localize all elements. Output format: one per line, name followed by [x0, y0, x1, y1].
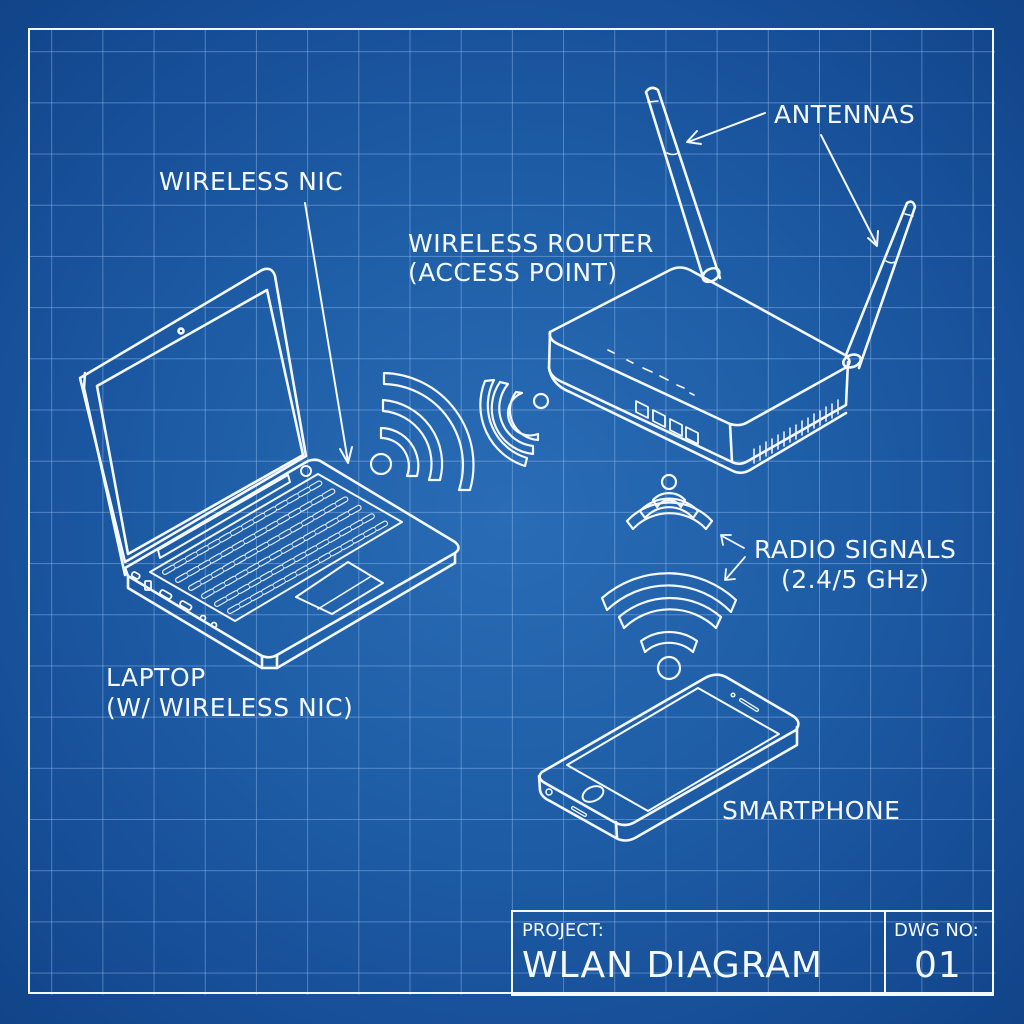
dwg-number: 01 — [914, 945, 962, 986]
drawing-number-cell: DWG NO: 01 — [886, 912, 992, 994]
project-name: WLAN DIAGRAM — [522, 945, 823, 986]
wifi-waves-router-icon — [479, 378, 550, 468]
wifi-waves-phone-icon — [600, 572, 738, 681]
router-label-line2: (ACCESS POINT) — [408, 258, 618, 287]
antennas-leader-arrows — [686, 112, 879, 247]
wifi-waves-laptop-icon — [369, 371, 475, 492]
project-cell: PROJECT: WLAN DIAGRAM — [513, 912, 886, 994]
radio-signals-label-line1: RADIO SIGNALS — [754, 535, 957, 564]
wireless-nic-label: WIRELESS NIC — [159, 167, 344, 196]
project-caption: PROJECT: — [522, 920, 604, 941]
radio-signals-leader-arrows — [720, 534, 746, 581]
antennas-label: ANTENNAS — [774, 100, 916, 129]
smartphone-label: SMARTPHONE — [722, 796, 901, 825]
smartphone-icon — [537, 673, 800, 842]
laptop-label-line2: (W/ WIRELESS NIC) — [106, 693, 354, 722]
router-icon — [547, 86, 917, 475]
laptop-icon — [78, 267, 460, 670]
nic-leader-arrow — [304, 202, 353, 464]
blueprint-grid — [29, 29, 995, 995]
router-label-line1: WIRELESS ROUTER — [408, 229, 654, 258]
title-block: PROJECT: WLAN DIAGRAM DWG NO: 01 — [511, 910, 994, 996]
laptop-label-line1: LAPTOP — [106, 663, 206, 692]
wifi-waves-router-down-icon — [625, 473, 714, 531]
radio-signals-label-line2: (2.4/5 GHz) — [781, 565, 930, 594]
dwg-caption: DWG NO: — [894, 920, 979, 941]
